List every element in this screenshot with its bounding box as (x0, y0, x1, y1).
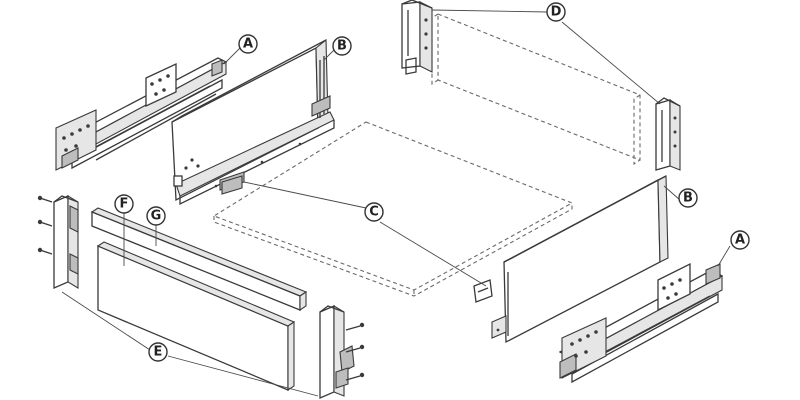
runner-left (55, 57, 228, 171)
callout-b-right: B (678, 188, 698, 208)
drawer-back-panel (431, 13, 641, 166)
callout-e-text: E (154, 345, 163, 360)
callout-g: G (146, 206, 166, 226)
connector-clip-rear (221, 175, 243, 195)
drawer-bottom-panel (212, 121, 574, 297)
back-bracket-right (655, 97, 681, 171)
callout-c: C (364, 202, 384, 222)
runner-right (558, 262, 724, 384)
callout-d-text: D (551, 5, 562, 20)
callout-a-right: A (730, 230, 750, 250)
callout-a-left: A (238, 34, 258, 54)
side-panel-right (491, 175, 669, 344)
callout-a-left-text: A (243, 37, 253, 52)
side-panel-left (171, 38, 335, 206)
front-rail (90, 207, 308, 312)
callout-g-text: G (151, 209, 162, 224)
callout-b-right-text: B (683, 191, 693, 206)
leader-lines (61, 9, 731, 397)
connector-clip-front (473, 279, 493, 303)
front-bracket-left (53, 195, 79, 289)
callout-f: F (114, 194, 134, 214)
callout-f-text: F (120, 197, 129, 212)
callout-e: E (148, 342, 168, 362)
callout-b-left: B (332, 36, 352, 56)
front-screws-left (37, 195, 53, 255)
callout-c-text: C (369, 205, 379, 220)
callout-a-right-text: A (735, 233, 745, 248)
callout-d: D (546, 2, 566, 22)
callout-b-left-text: B (337, 39, 347, 54)
front-panel (96, 241, 296, 392)
back-bracket-left (401, 0, 433, 75)
front-screws-right (345, 322, 365, 381)
front-bracket-right (319, 305, 355, 399)
